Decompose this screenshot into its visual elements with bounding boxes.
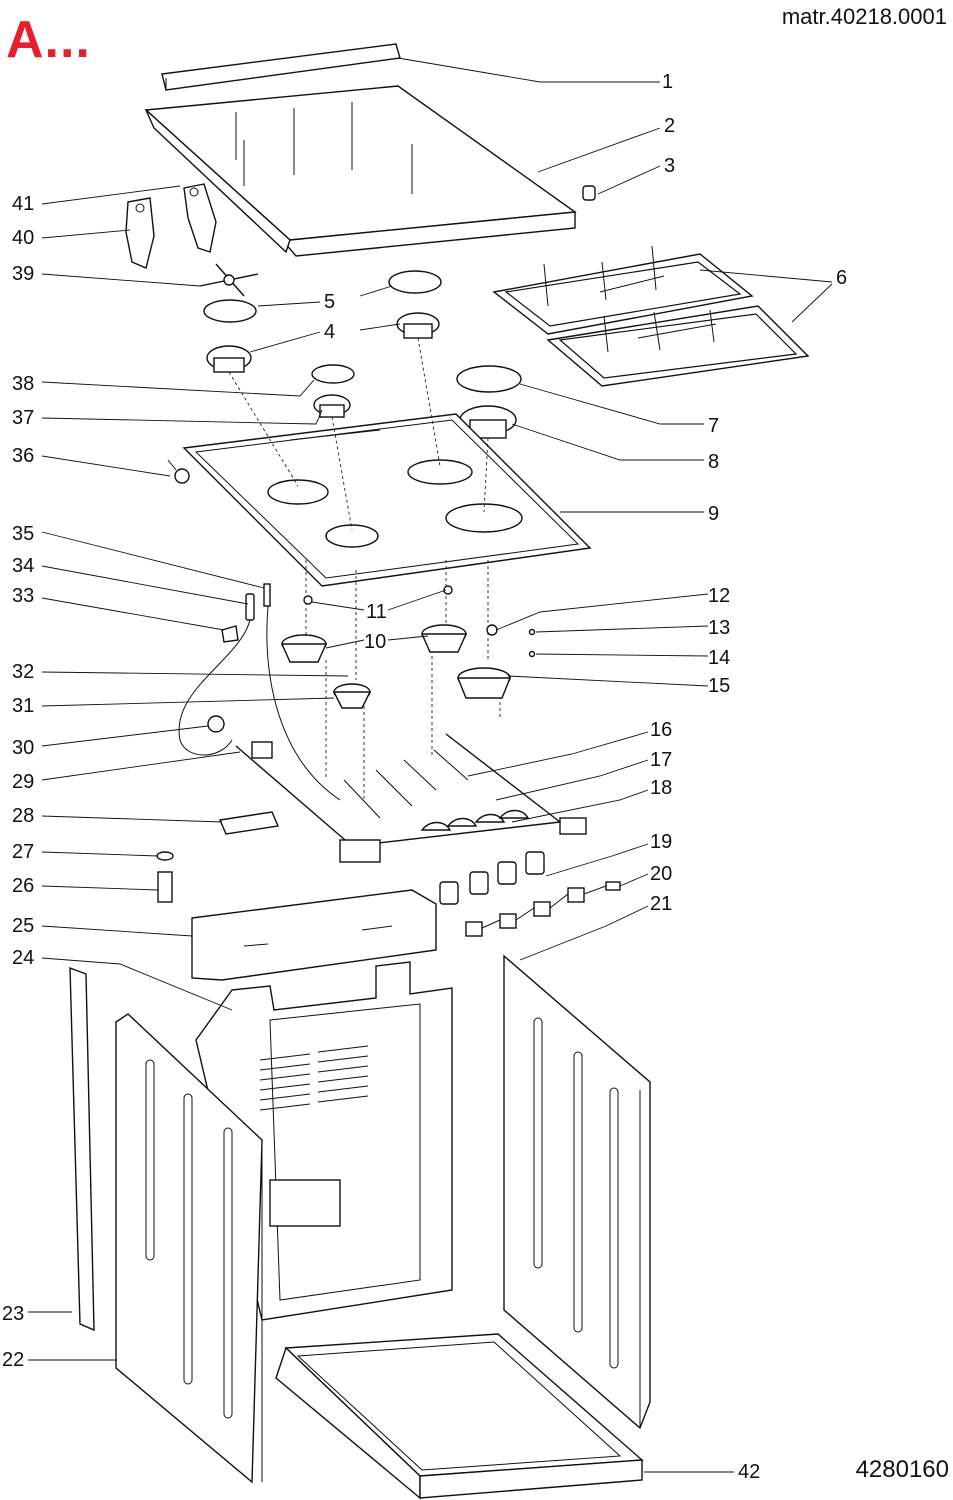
section-mark: A... (6, 11, 91, 69)
callout-28: 28 (12, 805, 34, 827)
callout-2: 2 (664, 115, 675, 137)
burner-cups-part (280, 585, 536, 709)
callout-22: 22 (2, 1349, 24, 1371)
pan-support-front-part (546, 305, 810, 387)
callout-24: 24 (12, 947, 34, 969)
callout-20: 20 (650, 863, 672, 885)
pan-support-rear-part (492, 245, 754, 335)
callout-21: 21 (650, 893, 672, 915)
hinges-part (125, 183, 217, 269)
callout-6: 6 (836, 267, 847, 289)
callout-37: 37 (12, 407, 34, 429)
callout-29: 29 (12, 771, 34, 793)
callout-7: 7 (708, 415, 719, 437)
callout-27: 27 (12, 841, 34, 863)
callout-26: 26 (12, 875, 34, 897)
hob-top-part (167, 413, 592, 587)
terminal-block-part (219, 811, 279, 835)
gas-ramp-part (207, 715, 587, 863)
callout-31: 31 (12, 695, 34, 717)
gas-taps-part (439, 851, 545, 905)
burner-caps-part (203, 270, 522, 393)
right-side-panel-part (503, 954, 651, 1430)
callout-12: 12 (708, 585, 730, 607)
callout-30: 30 (12, 737, 34, 759)
burner-spider-part (199, 263, 259, 297)
callout-17: 17 (650, 749, 672, 771)
material-number: matr.40218.0001 (781, 4, 947, 29)
document-number: 4280160 (855, 1456, 949, 1483)
callout-35: 35 (12, 523, 34, 545)
burner-heads-part (206, 312, 517, 439)
callout-23: 23 (2, 1303, 24, 1325)
injectors-part (343, 749, 530, 831)
callout-13: 13 (708, 617, 730, 639)
callout-16: 16 (650, 719, 672, 741)
callout-4: 4 (324, 321, 335, 343)
callout-3: 3 (664, 155, 675, 177)
callout-39: 39 (12, 263, 34, 285)
callout-18: 18 (650, 777, 672, 799)
callout-38: 38 (12, 373, 34, 395)
oven-vents (259, 1045, 369, 1111)
leader-lines (28, 57, 833, 1473)
callout-32: 32 (12, 661, 34, 683)
callout-33: 33 (12, 585, 34, 607)
callout-10: 10 (364, 631, 386, 653)
callout-19: 19 (650, 831, 672, 853)
callout-14: 14 (708, 647, 730, 669)
callout-numbers: 1 2 3 5 4 6 7 8 9 10 11 12 13 14 15 16 1… (2, 71, 847, 1483)
left-side-panel-part (115, 1013, 263, 1484)
callout-42: 42 (738, 1461, 760, 1483)
base-plinth-part (275, 1333, 644, 1500)
callout-5: 5 (324, 291, 335, 313)
ignition-parts (178, 583, 341, 801)
buffer-part (582, 185, 596, 201)
callout-36: 36 (12, 445, 34, 467)
front-rail-part (69, 966, 95, 1332)
callout-25: 25 (12, 915, 34, 937)
lid-strip-part (161, 43, 401, 91)
callout-1: 1 (662, 71, 673, 93)
gas-fitting-part (156, 851, 174, 903)
callout-15: 15 (708, 675, 730, 697)
callout-34: 34 (12, 555, 34, 577)
assembly-guide-lines (228, 337, 501, 800)
callout-8: 8 (708, 451, 719, 473)
switch-cable-part (465, 881, 621, 937)
glass-lid-part (144, 85, 577, 257)
callout-41: 41 (12, 193, 34, 215)
callout-9: 9 (708, 503, 719, 525)
control-panel-bracket-part (191, 889, 437, 981)
callout-11: 11 (366, 601, 387, 623)
callout-40: 40 (12, 227, 34, 249)
